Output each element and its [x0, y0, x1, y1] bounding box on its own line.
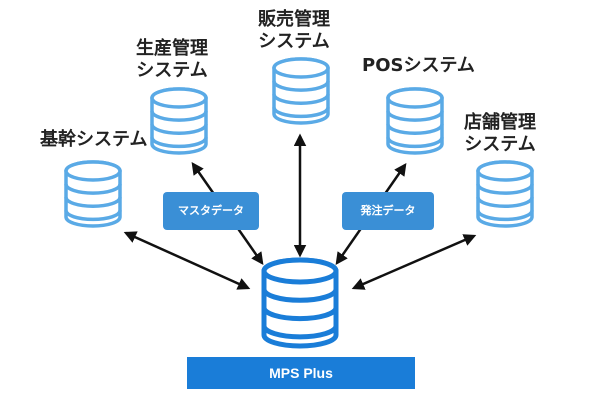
- database-icon-band: [150, 137, 208, 149]
- node-label-pos: POSシステム: [362, 55, 475, 77]
- database-icon-band: [64, 196, 122, 209]
- database-icon-band: [150, 110, 208, 122]
- node-label-seisan-line1: 生産管理: [136, 38, 208, 59]
- database-icon-band: [476, 183, 534, 195]
- node-label-hanbai-line2: システム: [258, 31, 330, 52]
- node-label-seisan: 生産管理 システム: [136, 38, 208, 82]
- database-icon-band: [64, 183, 122, 195]
- node-label-tenpo: 店舗管理 システム: [464, 112, 536, 156]
- database-icon-top: [150, 87, 208, 109]
- database-icon-band: [386, 123, 444, 136]
- node-label-seisan-line2: システム: [136, 60, 208, 81]
- database-icon-top: [272, 57, 330, 79]
- node-label-pos-line1: POSシステム: [362, 55, 475, 76]
- db-kikan: [64, 160, 122, 228]
- platform-bar: MPS Plus: [187, 357, 415, 389]
- node-label-hanbai: 販売管理 システム: [258, 9, 330, 53]
- connector-arrows: [123, 133, 477, 290]
- db-hanbai: [272, 57, 330, 125]
- database-icon-band: [476, 196, 534, 209]
- database-icon-top: [386, 87, 444, 109]
- node-label-kikan-line1: 基幹システム: [40, 129, 148, 150]
- database-icon-band: [272, 80, 330, 92]
- database-icon-top: [64, 160, 122, 182]
- database-icon-band: [150, 123, 208, 136]
- database-icon-top: [476, 160, 534, 182]
- db-seisan: [150, 87, 208, 155]
- database-icon-band: [261, 288, 339, 303]
- db-tenpo: [476, 160, 534, 228]
- node-label-hanbai-line1: 販売管理: [258, 9, 330, 30]
- database-icon-band: [261, 307, 339, 322]
- node-label-kikan: 基幹システム: [40, 129, 147, 151]
- db-pos: [386, 87, 444, 155]
- database-icon-band: [64, 210, 122, 222]
- database-icon-band: [261, 325, 339, 340]
- tag-master-data: マスタデータ: [163, 192, 259, 230]
- node-label-tenpo-line1: 店舗管理: [464, 112, 536, 133]
- database-icon-band: [476, 210, 534, 222]
- database-icon-band: [386, 137, 444, 149]
- arrow-tenpo-mps: [351, 234, 477, 290]
- database-icon-band: [386, 110, 444, 122]
- database-icon-band: [272, 93, 330, 106]
- arrow-kikan-mps: [123, 231, 251, 290]
- node-label-tenpo-line2: システム: [464, 134, 536, 155]
- db-mps: [261, 257, 339, 349]
- database-icon-top: [261, 257, 339, 285]
- tag-order-data: 発注データ: [342, 192, 434, 230]
- database-icon-band: [272, 107, 330, 119]
